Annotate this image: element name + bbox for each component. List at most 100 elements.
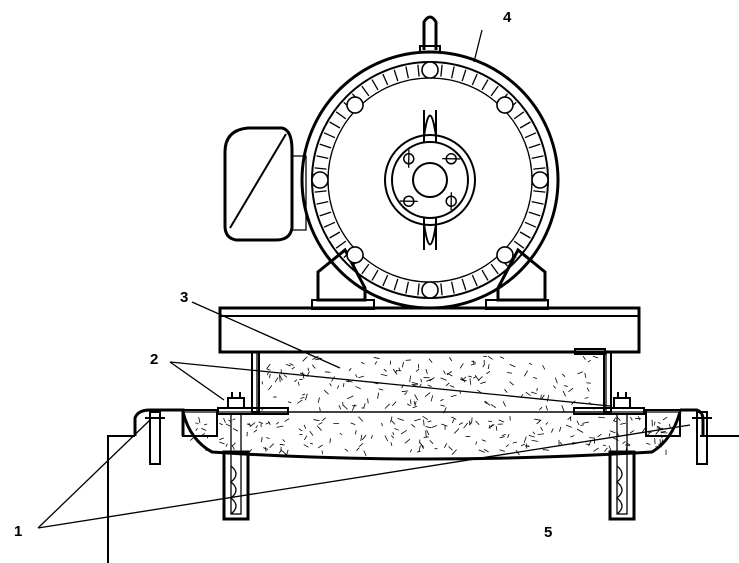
speckle (533, 418, 541, 421)
speckle (360, 434, 363, 442)
speckle (424, 392, 431, 397)
speckle (198, 416, 201, 424)
fin (361, 263, 370, 275)
speckle (374, 361, 378, 365)
speckle (409, 449, 413, 453)
speckle (411, 423, 416, 428)
speckle (390, 416, 393, 423)
speckle (608, 445, 612, 452)
speckle (204, 423, 208, 426)
speckle (392, 432, 395, 436)
speckle (459, 363, 464, 369)
speckle (384, 403, 390, 409)
speckle (430, 395, 434, 402)
speckle (303, 424, 307, 429)
speckle (533, 377, 538, 379)
speckle (471, 360, 476, 363)
speckle (377, 392, 380, 399)
speckle (249, 422, 256, 427)
speckle (268, 373, 271, 379)
speckle (338, 404, 342, 410)
speckle (351, 404, 356, 411)
speckle (660, 439, 664, 446)
speckle (443, 407, 447, 414)
speckle (266, 437, 270, 439)
speckle (446, 371, 452, 376)
speckle (390, 442, 393, 447)
fin (335, 111, 347, 120)
speckle (507, 433, 510, 438)
speckle (278, 374, 283, 381)
speckle (469, 378, 472, 385)
speckle (622, 440, 626, 444)
speckle (656, 425, 661, 428)
speckle (619, 422, 626, 425)
speckle (646, 442, 651, 445)
speckle (597, 433, 602, 438)
speckle (523, 370, 528, 377)
speckle (592, 355, 599, 359)
speckle (414, 401, 417, 407)
speckle (404, 392, 408, 395)
speckle (468, 420, 472, 425)
speckle (318, 357, 323, 360)
frame-bolt-bosses (311, 61, 549, 299)
fin (319, 143, 332, 149)
speckle (443, 370, 446, 375)
speckle (419, 383, 422, 387)
speckle (454, 428, 460, 434)
speckle (383, 368, 387, 372)
speckle (658, 442, 665, 445)
callout-label-3: 3 (180, 289, 188, 306)
speckle (501, 433, 506, 437)
boss (346, 96, 364, 114)
fin (314, 167, 327, 170)
speckle (285, 364, 292, 367)
speckle (411, 381, 419, 385)
speckle (593, 447, 599, 452)
speckle (587, 359, 591, 363)
fin (481, 79, 489, 91)
speckle (265, 421, 270, 425)
fin (335, 240, 347, 249)
fin (519, 121, 531, 129)
speckle (483, 448, 489, 453)
speckle (354, 430, 357, 435)
fin (513, 240, 525, 249)
speckle (297, 381, 300, 386)
speckle (309, 442, 314, 445)
callout-label-4: 4 (503, 9, 512, 26)
fin (513, 111, 525, 120)
speckle (329, 383, 332, 387)
speckle (475, 420, 480, 425)
speckle (634, 417, 641, 420)
fin (319, 211, 332, 217)
speckle (291, 366, 295, 370)
speckle (400, 430, 408, 435)
speckle (658, 427, 664, 430)
boss (311, 171, 329, 189)
callout-label-2: 2 (150, 351, 158, 368)
speckle (468, 375, 472, 378)
fin (382, 73, 389, 86)
speckle (195, 428, 198, 431)
boss (496, 246, 514, 264)
fin (371, 79, 379, 91)
speckle (361, 434, 367, 441)
speckle (546, 394, 550, 402)
speckle (531, 439, 539, 442)
speckle (528, 434, 535, 438)
speckle (391, 420, 396, 425)
boss (421, 281, 439, 299)
speckle (427, 420, 432, 423)
speckle (370, 434, 373, 439)
speckle (612, 437, 619, 441)
speckle (475, 441, 478, 445)
speckle (342, 383, 345, 387)
speckle (613, 417, 616, 422)
speckle (413, 400, 416, 405)
fin (393, 69, 399, 82)
speckle (350, 422, 356, 426)
speckle (278, 449, 283, 454)
speckle (450, 394, 457, 398)
